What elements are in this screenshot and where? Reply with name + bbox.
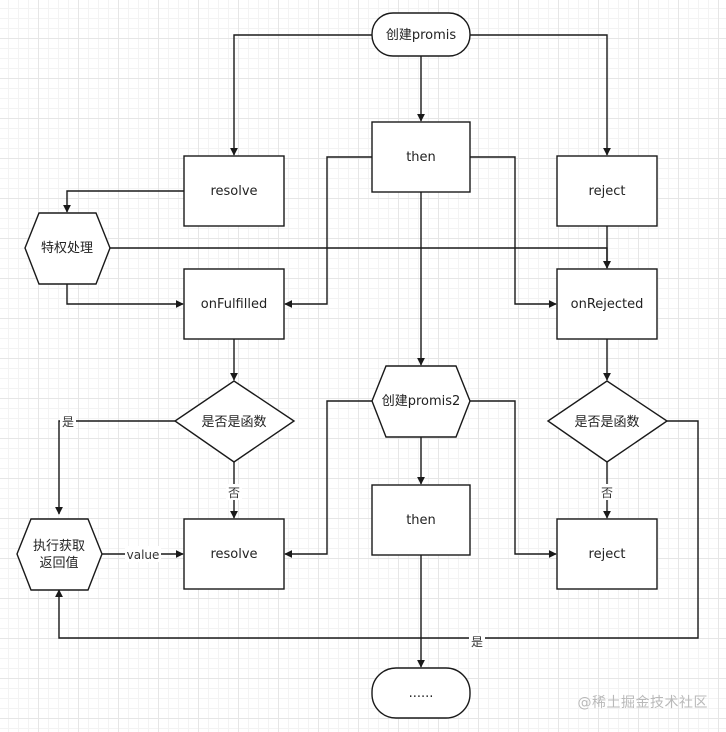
edge-labels: 是 否 value 否 是 bbox=[60, 413, 615, 649]
node-exec-get-return-line1: 执行获取 bbox=[33, 539, 85, 554]
node-ellipsis-label: ...... bbox=[409, 686, 434, 701]
edge-label-value: value bbox=[127, 548, 160, 562]
node-reject-top-label: reject bbox=[589, 184, 626, 199]
edge-label-right-no: 否 bbox=[601, 486, 613, 500]
edge-create-to-reject bbox=[470, 34, 611, 156]
node-decision-left-label: 是否是函数 bbox=[201, 415, 266, 430]
edge-label-left-no: 否 bbox=[228, 486, 240, 500]
node-reject-bottom[interactable] bbox=[556, 518, 658, 590]
edge-label-right-yes: 是 bbox=[471, 635, 483, 649]
edge-resolve-to-special bbox=[63, 190, 184, 213]
node-ellipsis[interactable] bbox=[371, 667, 471, 719]
watermark: @稀土掘金技术社区 bbox=[577, 695, 708, 711]
node-then-top-label: then bbox=[406, 150, 436, 165]
node-reject-bottom-label: reject bbox=[589, 547, 626, 562]
node-on-fulfilled-label: onFulfilled bbox=[201, 297, 267, 312]
node-exec-get-return-line2: 返回值 bbox=[39, 555, 78, 571]
node-on-rejected[interactable] bbox=[556, 268, 658, 340]
node-exec-get-return[interactable] bbox=[16, 518, 103, 591]
edge-create-to-resolve bbox=[230, 34, 372, 156]
edge-promise2-to-reject bbox=[470, 400, 557, 558]
node-create-promise2[interactable] bbox=[371, 365, 471, 438]
node-on-rejected-label: onRejected bbox=[571, 297, 644, 312]
node-reject-top[interactable] bbox=[556, 155, 658, 227]
edge-label-left-yes: 是 bbox=[62, 415, 74, 429]
node-then-top[interactable] bbox=[371, 121, 471, 193]
node-decision-right-label: 是否是函数 bbox=[574, 415, 639, 430]
node-resolve-bottom-label: resolve bbox=[210, 547, 257, 562]
node-decision-left[interactable] bbox=[173, 380, 296, 463]
node-create-promise2-label: 创建promis2 bbox=[382, 394, 461, 409]
node-resolve-top-label: resolve bbox=[210, 184, 257, 199]
edge-decision-right-yes bbox=[55, 420, 699, 639]
edge-special-to-onrejected bbox=[110, 247, 611, 269]
nodes: 创建promis then resolve reject 特权处理 onFulf… bbox=[16, 12, 669, 719]
node-create-promise[interactable] bbox=[371, 12, 471, 57]
edge-promise2-to-resolve bbox=[284, 400, 372, 558]
node-special-handling-label: 特权处理 bbox=[41, 240, 93, 256]
node-then-bottom[interactable] bbox=[371, 484, 471, 556]
node-create-promise-label: 创建promis bbox=[386, 28, 457, 43]
node-then-bottom-label: then bbox=[406, 513, 436, 528]
node-resolve-top[interactable] bbox=[183, 155, 285, 227]
edge-decision-left-yes bbox=[55, 420, 175, 515]
node-special-handling[interactable] bbox=[24, 212, 111, 285]
node-on-fulfilled[interactable] bbox=[183, 268, 285, 340]
edge-special-to-onfulfilled bbox=[66, 284, 184, 308]
node-resolve-bottom[interactable] bbox=[183, 518, 285, 590]
edge-then-to-onrejected bbox=[470, 156, 557, 308]
node-decision-right[interactable] bbox=[546, 380, 669, 463]
edge-then-to-onfulfilled bbox=[284, 156, 372, 308]
